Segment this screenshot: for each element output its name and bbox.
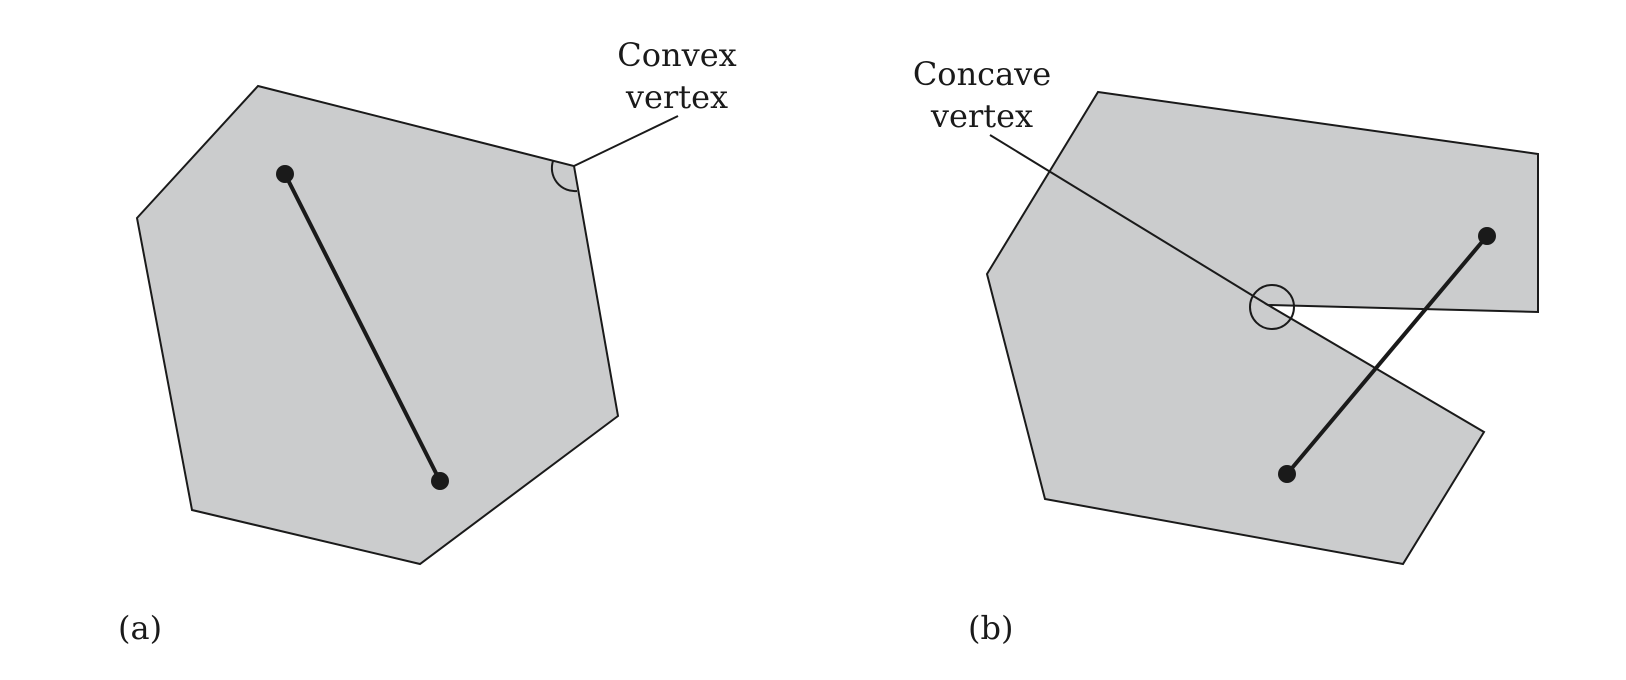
concave-vertex-leader [989,134,1269,306]
concave-polygon [985,90,1539,566]
segment-endpoint [276,165,294,183]
segment-endpoint [1278,465,1296,483]
panel-a-caption: (a) [118,609,162,647]
convex-segment [283,172,442,483]
segment-endpoint [1478,227,1496,245]
panel-b: Concave vertex (b) [913,55,1539,647]
convex-vertex-label-line1: Convex [617,36,736,74]
panel-b-caption: (b) [968,609,1013,647]
segment-endpoint [431,472,449,490]
concave-segment [1285,234,1489,476]
convex-polygon [135,84,620,566]
concave-vertex-label-line1: Concave [913,55,1051,93]
concave-vertex-angle-arc [1249,284,1295,330]
panel-a: Convex vertex (a) [118,36,737,647]
concave-vertex-label-line2: vertex [930,97,1033,135]
convex-vertex-label-line2: vertex [625,78,728,116]
convex-vertex-angle-arc [550,160,578,193]
convex-vertex-leader [573,115,679,167]
